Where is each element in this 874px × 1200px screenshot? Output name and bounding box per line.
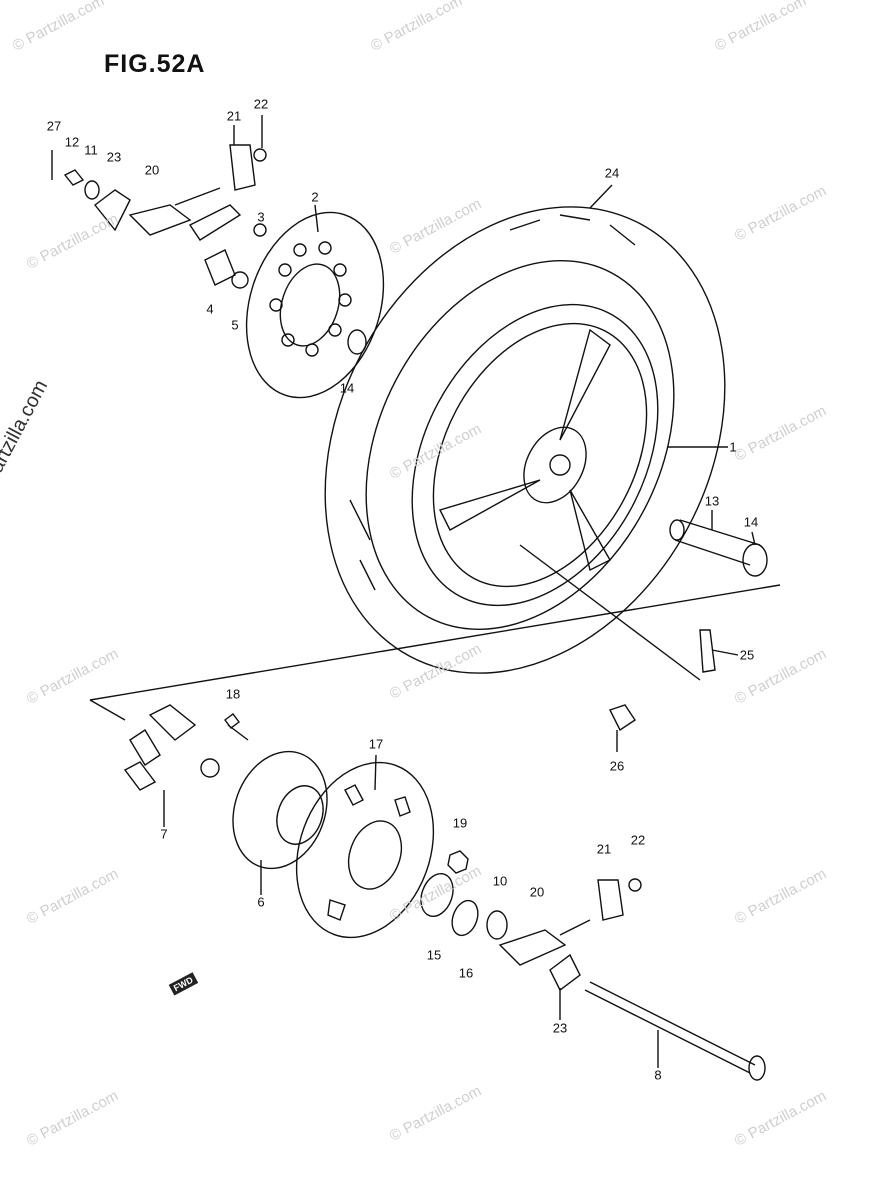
- callout-16: 16: [458, 965, 474, 981]
- sprocket-carrier: [232, 750, 328, 870]
- callout-1: 1: [729, 439, 737, 455]
- sprocket: [295, 761, 435, 939]
- callout-14b: 14: [743, 514, 759, 530]
- callout-21b: 21: [596, 841, 612, 857]
- callout-23: 23: [106, 149, 122, 165]
- callout-10: 10: [492, 873, 508, 889]
- callout-27: 27: [46, 118, 62, 134]
- callout-11: 11: [84, 142, 98, 158]
- figure-title: FIG.52A: [104, 50, 206, 78]
- callout-13: 13: [704, 493, 720, 509]
- callout-21: 21: [226, 108, 242, 124]
- callout-5: 5: [231, 317, 239, 333]
- callout-7: 7: [160, 826, 168, 842]
- callout-20: 20: [144, 162, 160, 178]
- callout-22: 22: [253, 96, 269, 112]
- callout-3: 3: [257, 209, 265, 225]
- callout-23b: 23: [552, 1020, 568, 1036]
- rim: [411, 303, 659, 607]
- callout-26: 26: [609, 758, 625, 774]
- callout-25: 25: [739, 647, 755, 663]
- callout-20b: 20: [529, 884, 545, 900]
- callout-8: 8: [654, 1067, 662, 1083]
- callout-19: 19: [452, 815, 468, 831]
- callout-24: 24: [604, 165, 620, 181]
- callout-12: 12: [64, 134, 80, 150]
- callout-4: 4: [206, 301, 214, 317]
- callout-17: 17: [368, 736, 384, 752]
- callout-6: 6: [257, 894, 265, 910]
- callout-15: 15: [426, 947, 442, 963]
- callout-22b: 22: [630, 832, 646, 848]
- hub: [523, 426, 587, 504]
- callout-18: 18: [225, 686, 241, 702]
- brake-disc: [245, 211, 385, 399]
- callout-2: 2: [311, 189, 319, 205]
- callout-14: 14: [339, 380, 355, 396]
